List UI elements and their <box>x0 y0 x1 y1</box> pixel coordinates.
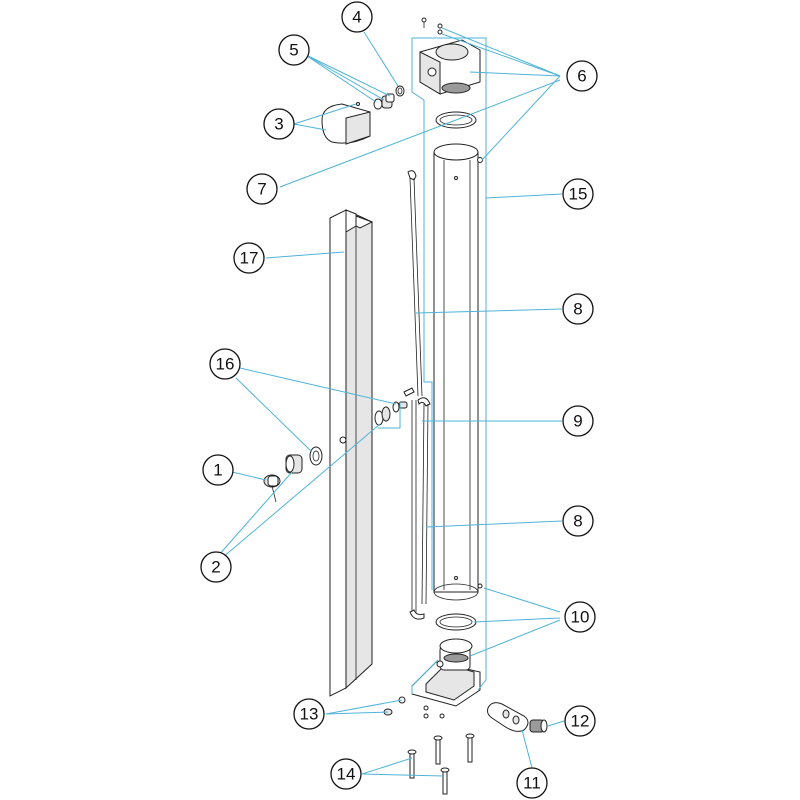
callout-16: 16 <box>209 348 241 380</box>
callout-8-upper-label: 8 <box>573 300 582 319</box>
callout-14: 14 <box>330 758 362 790</box>
callout-17: 17 <box>233 242 265 274</box>
callout-13-label: 13 <box>300 705 319 724</box>
callout-2: 2 <box>200 551 232 583</box>
part-8-hose-lower <box>409 400 429 620</box>
callout-5-label: 5 <box>289 41 298 60</box>
callout-1: 1 <box>202 454 234 486</box>
part-8-hose-upper <box>407 170 423 397</box>
part-12-nozzle <box>529 719 548 733</box>
part-16-seal-right <box>392 401 408 413</box>
part-10-base-plate <box>411 583 483 707</box>
callout-8-lower-label: 8 <box>573 512 582 531</box>
callout-8-upper: 8 <box>562 293 594 325</box>
callout-12: 12 <box>564 705 596 737</box>
callout-9-label: 9 <box>573 412 582 431</box>
part-1-knob <box>263 474 281 503</box>
part-6-screws <box>421 17 483 163</box>
callout-4-label: 4 <box>352 8 361 27</box>
part-4-o-ring <box>395 85 405 97</box>
callout-3: 3 <box>263 108 295 140</box>
part-6-top-head <box>419 39 481 95</box>
part-14-bolts <box>407 733 475 795</box>
callout-17-label: 17 <box>240 249 259 268</box>
leader-15-bracket <box>412 37 487 691</box>
part-17-channel-profile <box>329 209 374 697</box>
callout-9: 9 <box>562 405 594 437</box>
part-11-spout-body <box>487 702 529 732</box>
callout-15: 15 <box>562 178 594 210</box>
part-2-bushing-right <box>374 406 391 426</box>
part-9-elbow-fitting <box>403 387 431 407</box>
part-5-fitting-set <box>373 93 395 110</box>
callout-6: 6 <box>566 60 598 92</box>
callout-14-label: 14 <box>337 765 356 784</box>
callout-13: 13 <box>293 698 325 730</box>
part-10-bottom-gasket <box>435 613 477 631</box>
part-15-column-tube <box>433 143 479 601</box>
callout-10: 10 <box>564 601 596 633</box>
callout-8-lower: 8 <box>562 505 594 537</box>
callout-16-label: 16 <box>216 355 235 374</box>
callout-10-label: 10 <box>571 608 590 627</box>
callout-11: 11 <box>516 767 548 799</box>
callout-1-label: 1 <box>213 461 222 480</box>
callout-12-label: 12 <box>571 712 590 731</box>
callout-6-label: 6 <box>577 67 586 86</box>
part-2-bushing-left <box>285 454 303 474</box>
parts-drawing <box>263 17 548 795</box>
callout-15-label: 15 <box>569 185 588 204</box>
callouts: 1 2 3 4 5 6 7 8 <box>200 1 598 799</box>
callout-7-label: 7 <box>257 180 266 199</box>
callout-11-label: 11 <box>523 774 541 793</box>
callout-4: 4 <box>341 1 373 33</box>
callout-2-label: 2 <box>211 558 220 577</box>
callout-5: 5 <box>278 34 310 66</box>
callout-3-label: 3 <box>274 115 283 134</box>
part-16-seal-left <box>309 446 323 466</box>
callout-7: 7 <box>246 173 278 205</box>
leader-lines <box>217 27 565 777</box>
part-3-cover-cap <box>321 102 371 145</box>
